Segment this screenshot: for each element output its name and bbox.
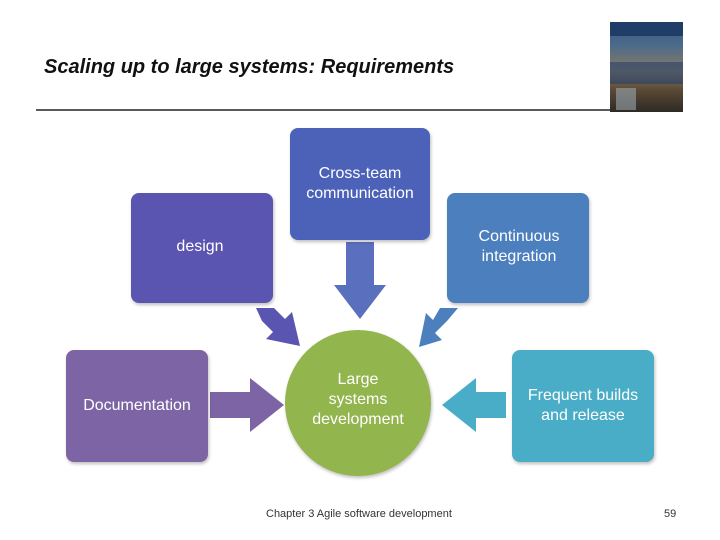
arrow-design [256, 308, 300, 346]
slide-footer: Chapter 3 Agile software development [266, 508, 452, 520]
slide-title: Scaling up to large systems: Requirement… [44, 56, 455, 78]
large-systems-development-circle: Large systems development [285, 330, 431, 476]
frequent-builds-label: Frequent builds and release [527, 387, 639, 424]
book-cover-image [610, 22, 683, 112]
page-number: 59 [664, 508, 677, 520]
arrow-cross-team [334, 242, 386, 319]
continuous-integration-label: Continuous integration [478, 228, 560, 265]
documentation-label: Documentation [83, 397, 191, 414]
arrow-documentation [210, 378, 284, 432]
cross-team-communication-label: Cross-team communication [306, 165, 414, 202]
cross-team-communication-box: Cross-team communication [290, 128, 430, 240]
frequent-builds-box: Frequent builds and release [512, 350, 654, 462]
documentation-box: Documentation [66, 350, 208, 462]
continuous-integration-box: Continuous integration [447, 193, 589, 303]
design-box: design [131, 193, 273, 303]
arrow-frequent-builds [442, 378, 506, 432]
arrow-continuous-integration [419, 308, 458, 347]
large-systems-development-label: Large systems development [312, 371, 404, 428]
title-divider [36, 109, 642, 111]
design-label: design [176, 238, 224, 255]
